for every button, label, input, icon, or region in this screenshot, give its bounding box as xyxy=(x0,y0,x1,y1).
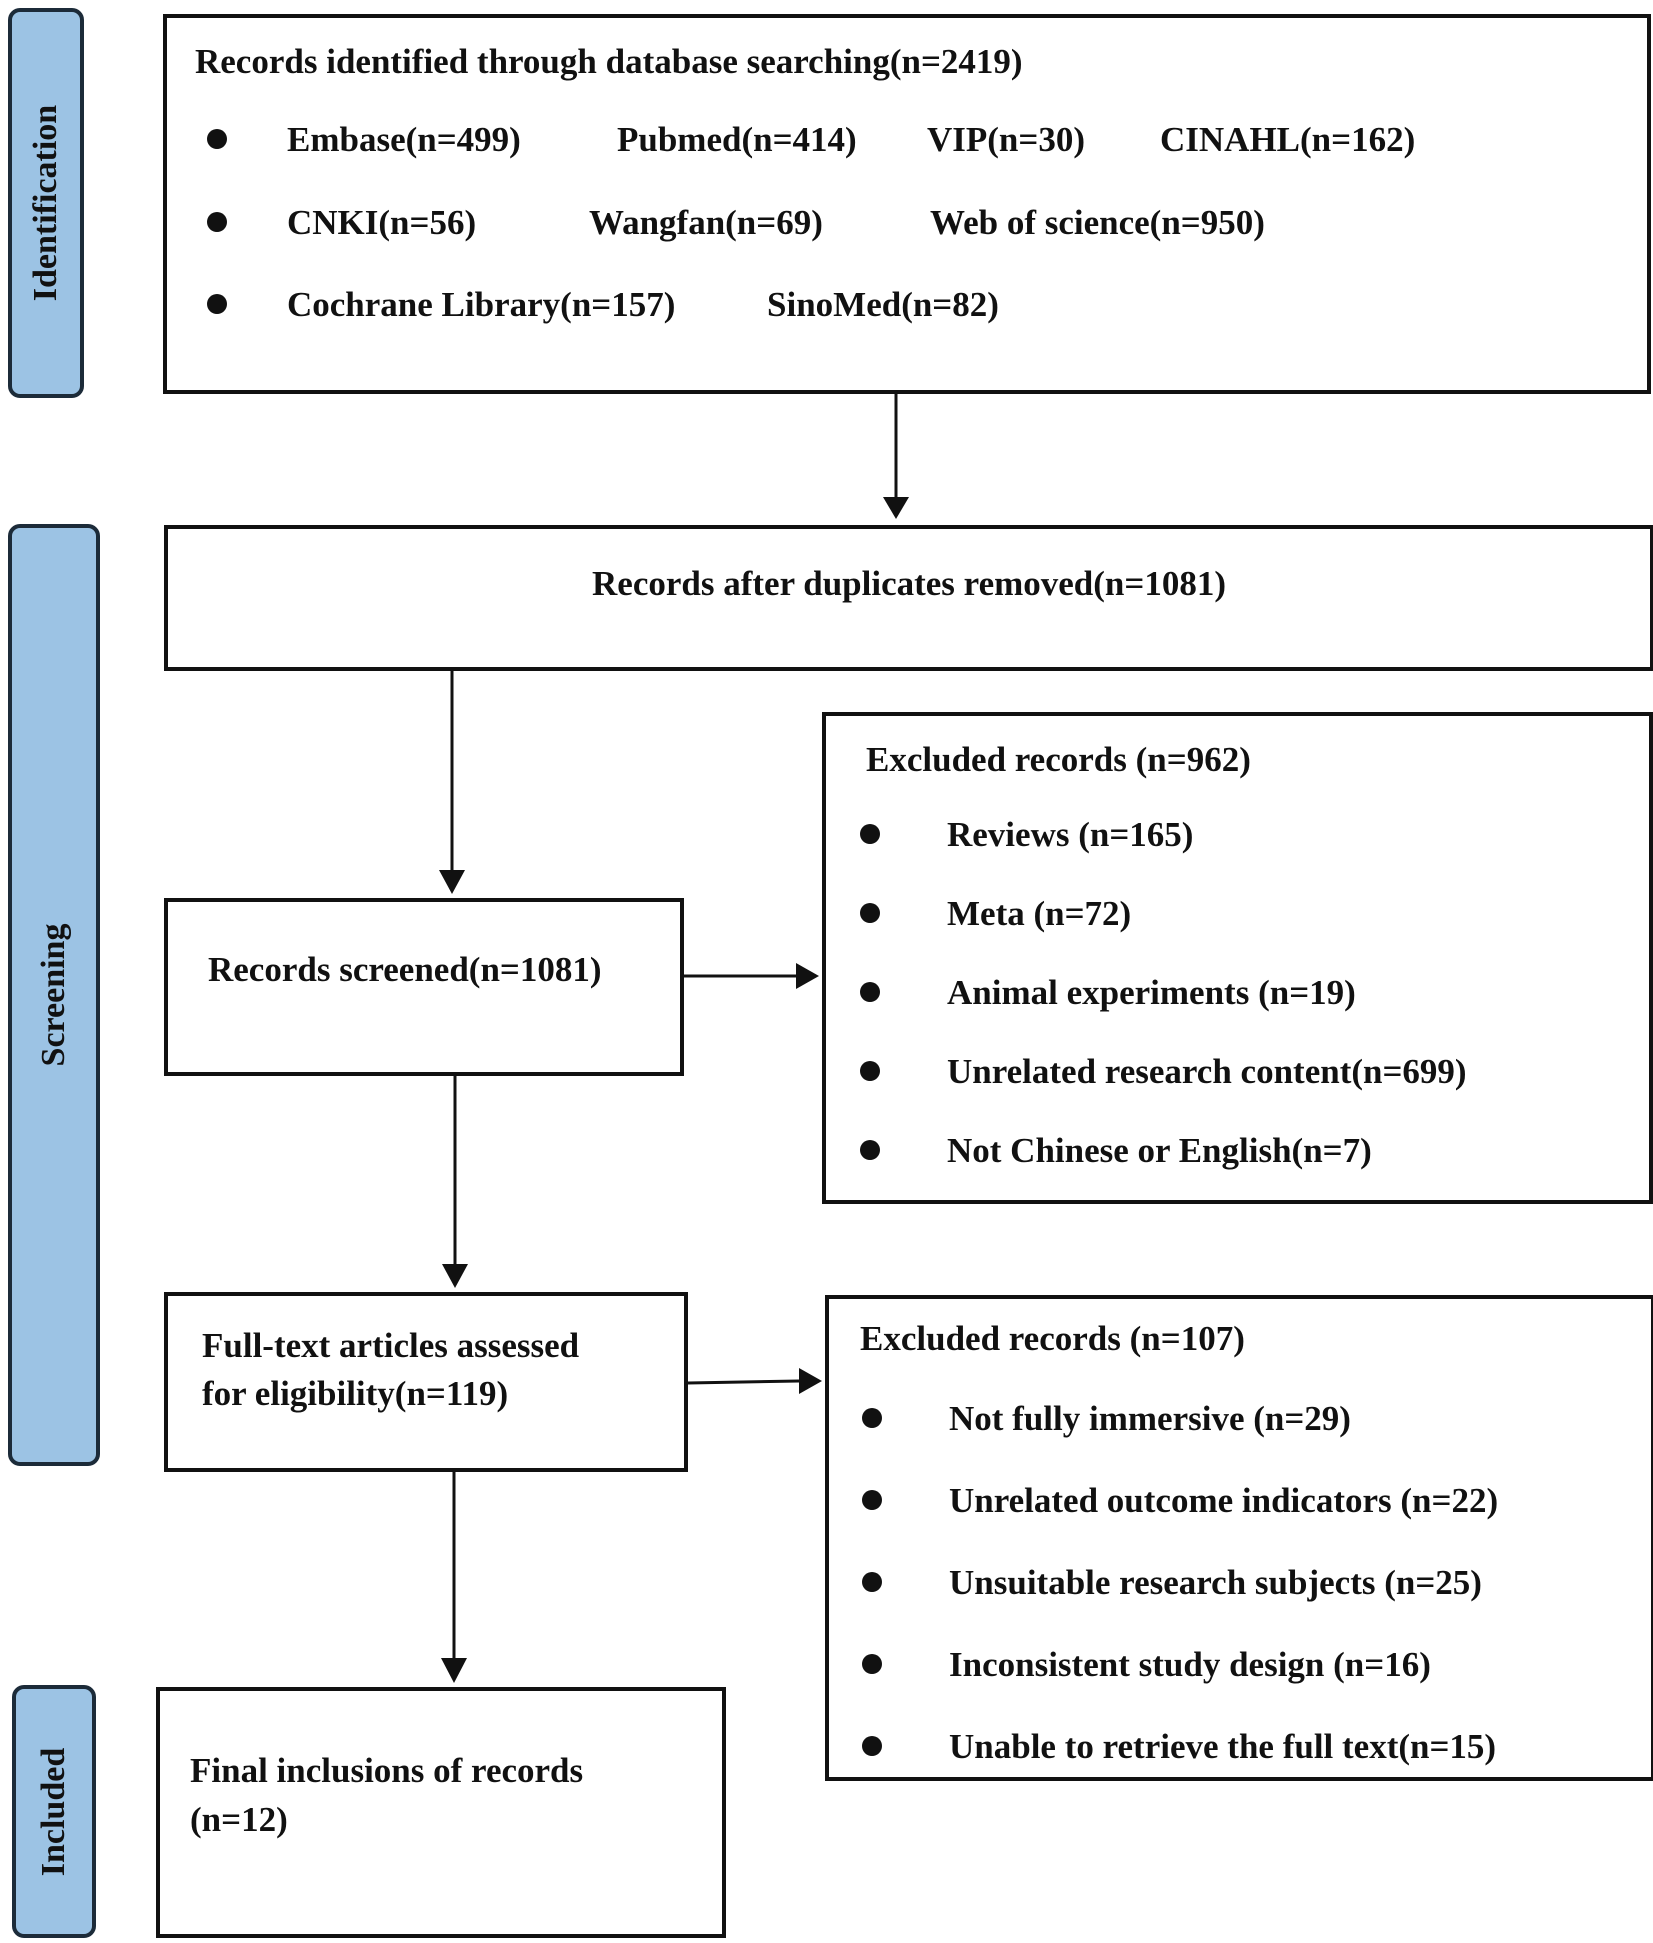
duplicates-removed-text: Records after duplicates removed(n=1081) xyxy=(592,564,1226,603)
bullet-dot xyxy=(207,212,227,232)
exclusion-reason: Unsuitable research subjects (n=25) xyxy=(949,1563,1482,1602)
bullet-dot xyxy=(860,824,880,844)
stage-tab-screening: Screening xyxy=(8,524,100,1466)
identification-box: Records identified through database sear… xyxy=(163,14,1651,394)
excluded-records-screening-box: Excluded records (n=962) Reviews (n=165)… xyxy=(822,712,1653,1204)
records-screened-text: Records screened(n=1081) xyxy=(208,950,602,989)
database-wangfan: Wangfan(n=69) xyxy=(589,203,823,242)
database-cnki: CNKI(n=56) xyxy=(287,203,477,242)
arrowhead xyxy=(796,963,819,989)
final-inclusions-line1: Final inclusions of records xyxy=(190,1751,584,1790)
full-text-assessed-line2: for eligibility(n=119) xyxy=(202,1374,509,1413)
database-sinomed: SinoMed(n=82) xyxy=(767,285,999,324)
exclusion-reason: Inconsistent study design (n=16) xyxy=(949,1645,1431,1684)
bullet-dot xyxy=(860,1061,880,1081)
arrowhead xyxy=(883,497,909,519)
excluded-records-fulltext-box: Excluded records (n=107) Not fully immer… xyxy=(825,1295,1653,1781)
bullet-dot xyxy=(860,903,880,923)
connector-arrows xyxy=(439,394,909,1683)
exclusion-reason: Animal experiments (n=19) xyxy=(947,973,1356,1012)
exclusion-reason: Not Chinese or English(n=7) xyxy=(947,1131,1372,1170)
stage-tab-included: Included xyxy=(12,1685,96,1938)
database-embase: Embase(n=499) xyxy=(287,120,521,159)
arrowhead xyxy=(442,1264,468,1288)
exclusion-reason: Reviews (n=165) xyxy=(947,815,1194,854)
bullet-dot xyxy=(862,1572,882,1592)
database-pubmed: Pubmed(n=414) xyxy=(617,120,857,159)
bullet-dot xyxy=(862,1408,882,1428)
exclusion-reason: Not fully immersive (n=29) xyxy=(949,1399,1351,1438)
database-web-of-science: Web of science(n=950) xyxy=(930,203,1265,242)
stage-tab-identification: Identification xyxy=(8,8,84,398)
prisma-flow-diagram: Identification Screening Included Record… xyxy=(8,0,1653,1943)
full-text-assessed-box: Full-text articles assessed for eligibil… xyxy=(164,1292,688,1472)
database-cinahl: CINAHL(n=162) xyxy=(1160,120,1416,159)
arrowhead xyxy=(441,1658,467,1683)
database-cochrane: Cochrane Library(n=157) xyxy=(287,285,676,324)
arrowhead xyxy=(799,1368,822,1394)
exclusion-reason: Unrelated outcome indicators (n=22) xyxy=(949,1481,1499,1520)
bullet-dot xyxy=(862,1736,882,1756)
database-vip: VIP(n=30) xyxy=(927,120,1085,159)
final-inclusions-box: Final inclusions of records (n=12) xyxy=(156,1687,726,1938)
excluded-screening-title: Excluded records (n=962) xyxy=(866,740,1251,779)
exclusion-reason: Meta (n=72) xyxy=(947,894,1132,933)
arrow-fulltext-to-excluded xyxy=(687,1379,800,1385)
bullet-dot xyxy=(207,294,227,314)
full-text-assessed-line1: Full-text articles assessed xyxy=(202,1326,580,1365)
duplicates-removed-box: Records after duplicates removed(n=1081) xyxy=(164,525,1653,671)
bullet-dot xyxy=(862,1654,882,1674)
excluded-fulltext-title: Excluded records (n=107) xyxy=(860,1319,1245,1358)
records-screened-box: Records screened(n=1081) xyxy=(164,898,684,1076)
identification-title: Records identified through database sear… xyxy=(195,42,1023,81)
bullet-dot xyxy=(207,129,227,149)
arrowhead xyxy=(439,870,465,894)
bullet-dot xyxy=(860,982,880,1002)
bullet-dot xyxy=(860,1140,880,1160)
bullet-dot xyxy=(862,1490,882,1510)
exclusion-reason: Unrelated research content(n=699) xyxy=(947,1052,1467,1091)
final-inclusions-line2: (n=12) xyxy=(190,1800,288,1839)
exclusion-reason: Unable to retrieve the full text(n=15) xyxy=(949,1727,1497,1766)
